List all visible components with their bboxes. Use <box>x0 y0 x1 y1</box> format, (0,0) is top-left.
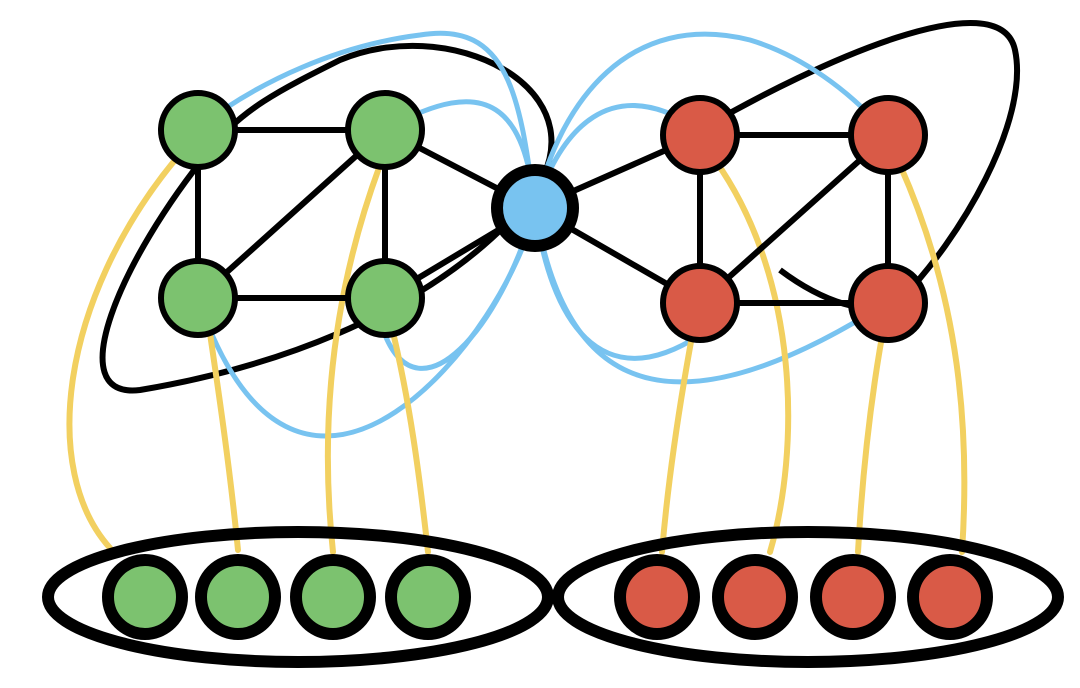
black-edge <box>195 127 388 301</box>
hub-node <box>491 164 579 252</box>
row-nodes <box>102 554 993 640</box>
black-edge <box>697 132 891 306</box>
green-cluster-enclosure <box>99 42 555 394</box>
row-enclosures <box>42 526 1064 668</box>
blue-edges <box>195 30 891 439</box>
red-node <box>660 95 740 175</box>
yellow-edges <box>66 157 968 555</box>
yellow-edge <box>855 317 888 555</box>
yellow-edge <box>387 317 431 555</box>
red-node <box>660 263 740 343</box>
blue-edge <box>532 31 891 211</box>
red-row-enclosure <box>552 526 1064 668</box>
red-row-node <box>810 554 896 640</box>
red-row-node <box>907 554 993 640</box>
green-row-node <box>290 554 376 640</box>
blue-edge <box>195 30 538 211</box>
yellow-edge <box>202 297 241 553</box>
green-row-enclosure <box>42 526 554 668</box>
yellow-edge <box>66 157 178 551</box>
green-node <box>345 90 425 170</box>
yellow-edge <box>324 162 383 555</box>
red-cluster-enclosure <box>698 20 1020 311</box>
green-node <box>158 258 238 338</box>
blue-edge <box>532 205 891 385</box>
graph-nodes <box>158 90 928 343</box>
yellow-edge <box>712 157 792 555</box>
green-row-node <box>102 554 188 640</box>
yellow-edge <box>897 162 968 555</box>
green-row-node <box>385 554 471 640</box>
red-row-node <box>614 554 700 640</box>
red-node <box>848 95 928 175</box>
green-node <box>345 258 425 338</box>
red-row-node <box>712 554 798 640</box>
green-node <box>158 90 238 170</box>
green-row-node <box>195 554 281 640</box>
yellow-edge <box>659 317 698 555</box>
red-node <box>848 263 928 343</box>
